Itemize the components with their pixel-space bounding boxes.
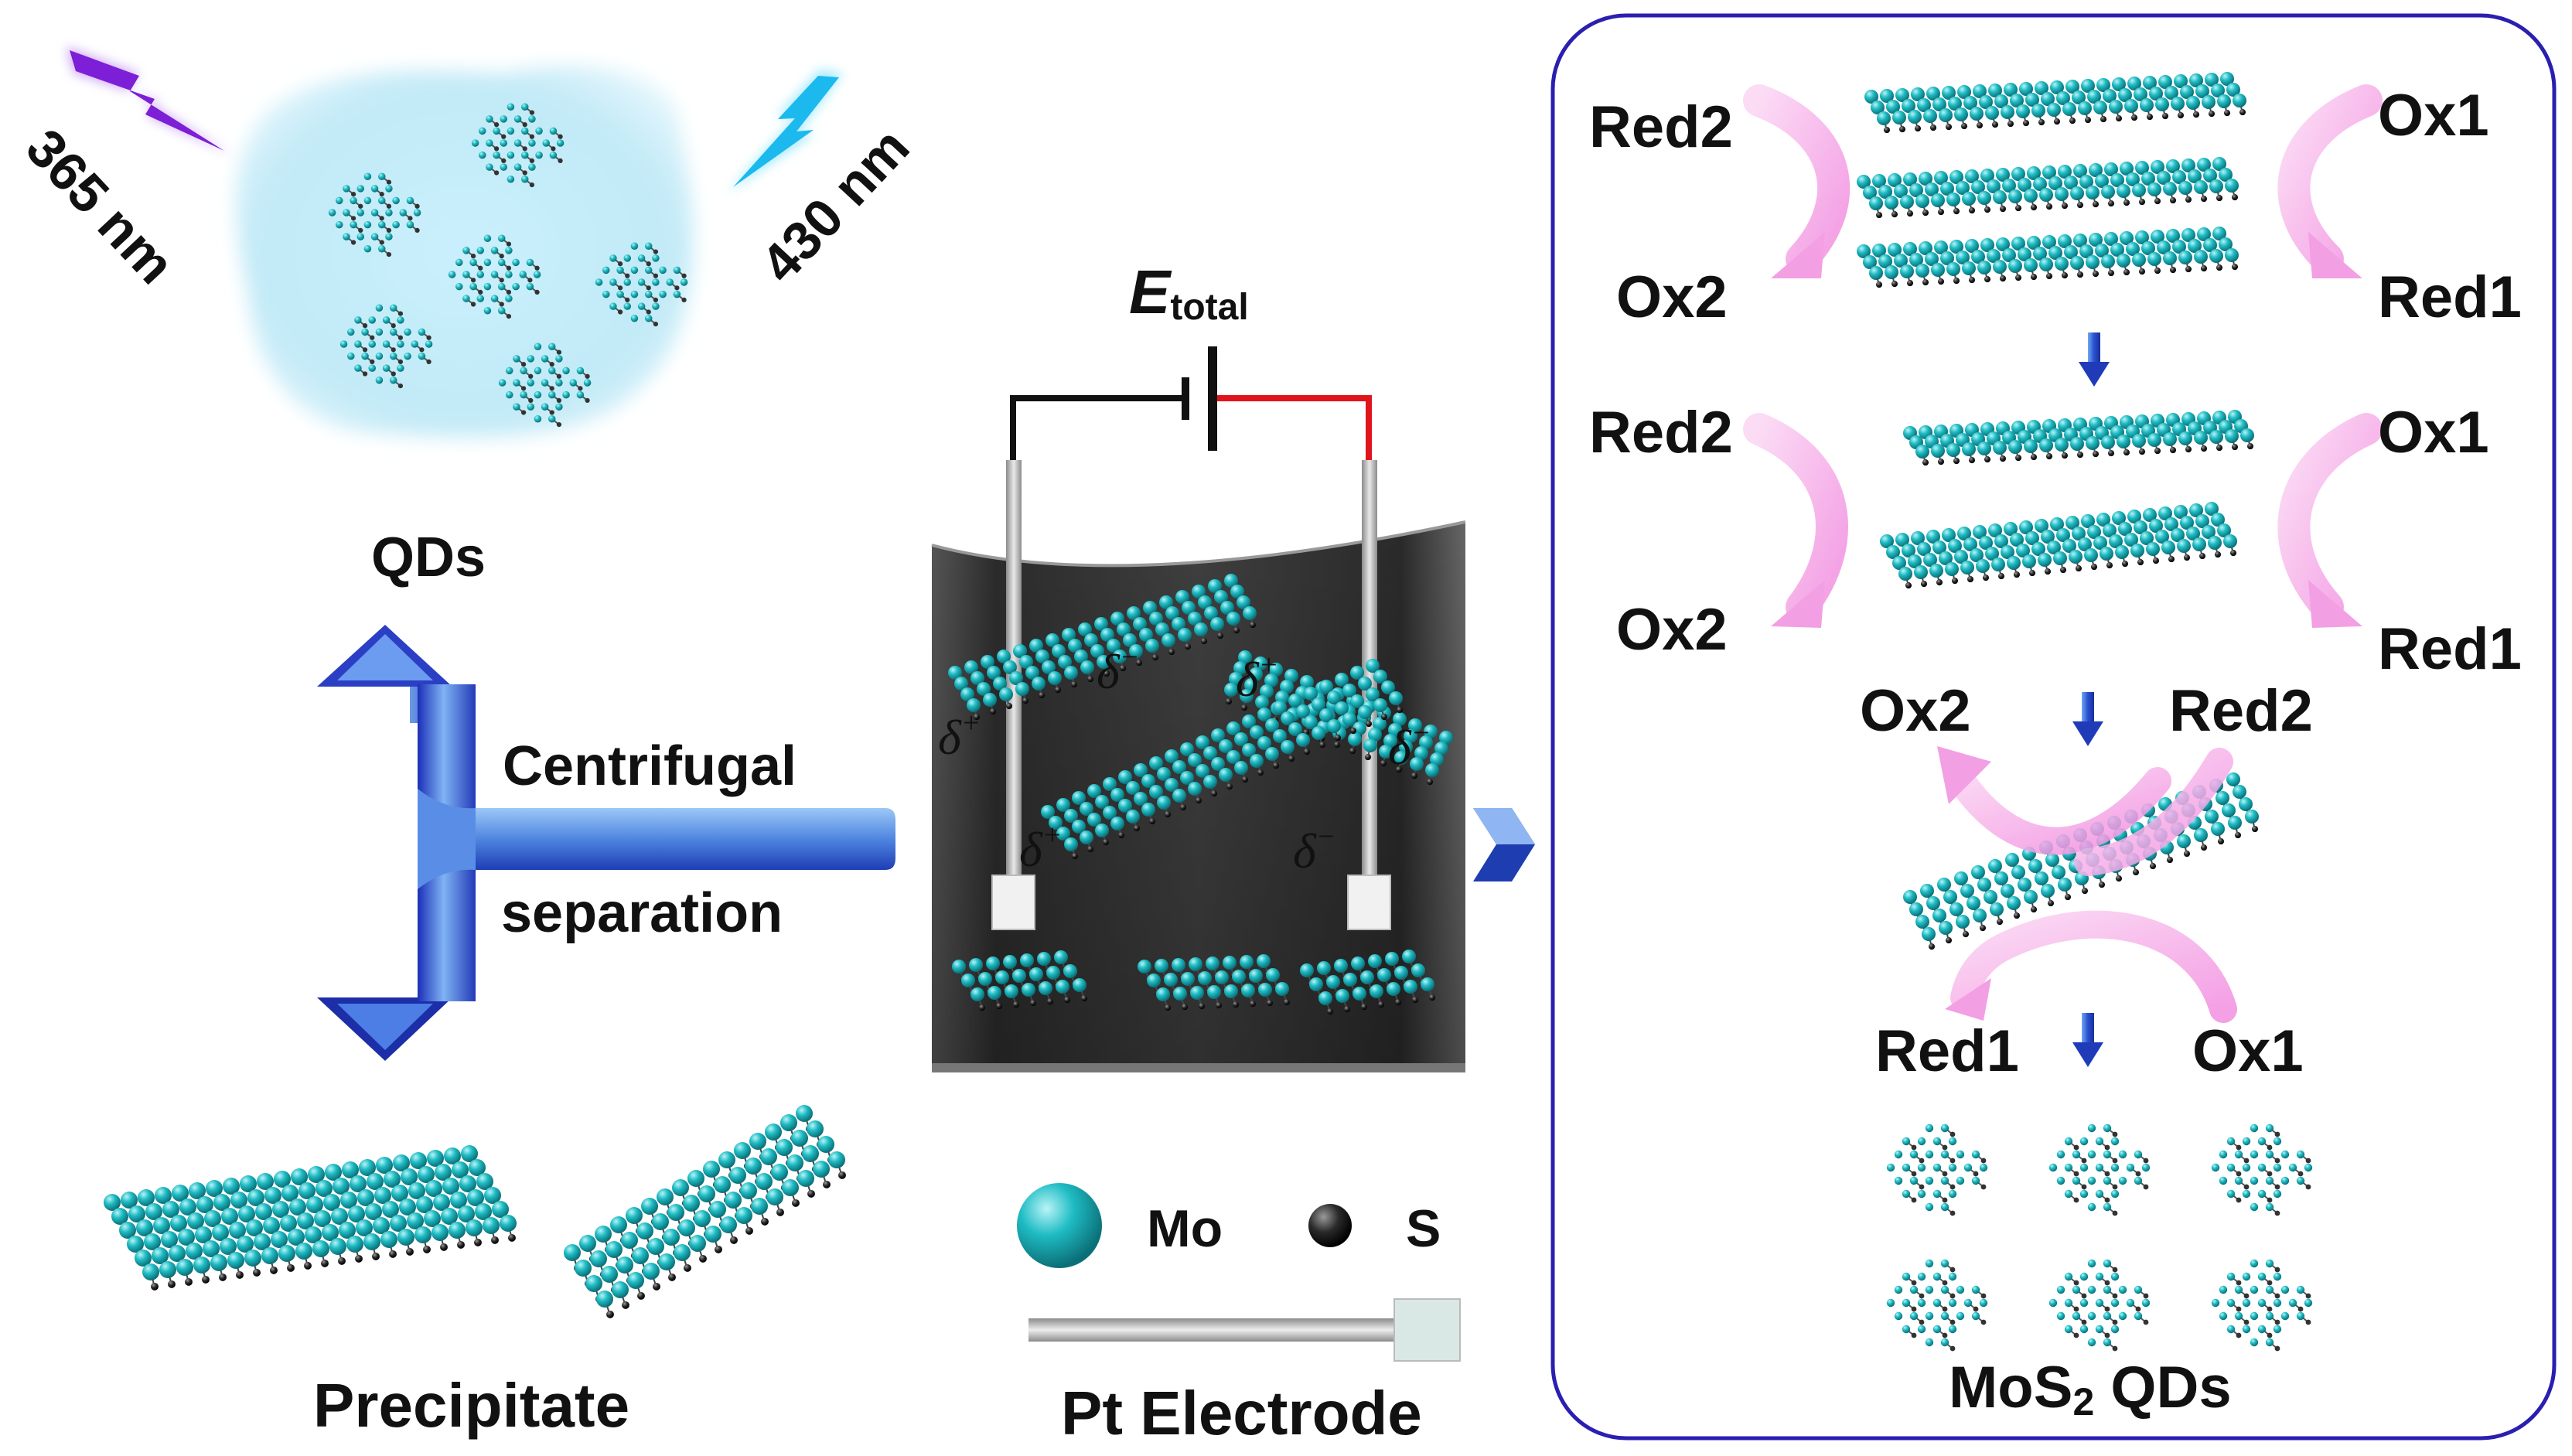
precipitate-sheet-large	[104, 1145, 517, 1291]
mos2-layer	[1857, 157, 2239, 219]
s3-red2: Red2	[2169, 678, 2313, 744]
qd-particle	[2048, 1124, 2151, 1216]
qd-particle	[2048, 1259, 2151, 1352]
battery-icon	[1182, 346, 1217, 451]
qd-particle	[328, 172, 421, 257]
mo-legend-label: Mo	[1147, 1199, 1223, 1258]
partially-exfoliated-layers	[1880, 410, 2254, 589]
pink-arrow-s1-left	[1743, 84, 1851, 275]
qd-particle	[339, 304, 433, 389]
mos2-layer	[1300, 950, 1436, 1015]
bulk-layer-stack	[1857, 72, 2246, 288]
down-arrow-icon	[2072, 692, 2103, 746]
uv-wavelength-label: 365 nm	[15, 118, 186, 295]
emission-lightning-icon	[727, 70, 843, 193]
mos2-layer	[1903, 410, 2254, 466]
chevron-right-icon	[1473, 808, 1535, 881]
s3-ox2: Ox2	[1860, 678, 1971, 744]
qd-particle	[1886, 1124, 1988, 1216]
qd-particle	[1886, 1259, 1988, 1352]
pink-arrow-s3-top-right	[2074, 748, 2233, 876]
s1-ox1: Ox1	[2378, 83, 2489, 148]
centrifugal-separation-arrow: Centrifugal separation	[317, 625, 895, 1061]
charge-left-minus: δ−	[1097, 641, 1139, 699]
electrochemical-cell: Etotal δ− δ+ δ+ δ− δ+ δ−	[931, 257, 1466, 1072]
exfoliation-mechanism-panel: Red2 Ox1 Ox2 Red1 Red2 Ox1 Ox2 Red1 Ox2 …	[1550, 13, 2557, 1441]
s3-ox1: Ox1	[2192, 1018, 2304, 1084]
red-wire	[1216, 395, 1372, 460]
pink-arrow-s2-left	[1743, 413, 1848, 623]
qd-emission-scene: 365 nm 430 nm QDs	[15, 46, 921, 588]
qds-label: QDs	[371, 527, 486, 588]
down-arrow-icon	[2079, 332, 2110, 387]
qd-particle	[2211, 1259, 2313, 1352]
qd-particle	[595, 242, 688, 327]
s2-red1: Red1	[2378, 616, 2522, 682]
mos2-layer	[564, 1105, 846, 1318]
e-subscript: total	[1170, 287, 1248, 328]
uv-lightning-icon	[66, 46, 232, 155]
charge-left-plus: δ+	[938, 707, 981, 765]
pt-electrode-label: Pt Electrode	[1061, 1379, 1422, 1447]
e-symbol: E	[1129, 257, 1172, 326]
mos2-layer	[952, 950, 1088, 1011]
s1-ox2: Ox2	[1616, 264, 1728, 330]
qd-particle	[448, 234, 541, 319]
qd-particles-in-solution	[328, 103, 688, 428]
black-wire	[1010, 395, 1187, 460]
charge-right-minus: δ−	[1388, 717, 1431, 775]
right-electrode-plate	[1347, 875, 1391, 930]
s1-red1: Red1	[2378, 264, 2522, 330]
left-electrode-plate	[991, 875, 1035, 930]
pink-arrow-s3-bottom	[1950, 910, 2237, 1023]
s2-ox2: Ox2	[1616, 597, 1728, 663]
mos2-layer	[1138, 954, 1291, 1011]
s3-red1: Red1	[1875, 1018, 2019, 1084]
charge-center-minus: δ−	[1293, 820, 1335, 878]
redox-arrows	[1743, 84, 2383, 1023]
panel-border	[1550, 13, 2557, 1441]
mos2-qd-grid	[1886, 1124, 2313, 1352]
mos2-qds-label: MoS2 QDs	[1949, 1355, 2232, 1424]
s-atom-icon	[1308, 1204, 1352, 1247]
mos2-layer	[1880, 502, 2237, 589]
s-legend-label: S	[1406, 1199, 1441, 1258]
mos2-sheets-in-cell	[948, 574, 1453, 1015]
mos2-layer	[1041, 659, 1404, 860]
down-arrow-icon	[2072, 1013, 2103, 1067]
precipitate-label: Precipitate	[313, 1371, 629, 1440]
charge-right-plus: δ+	[1236, 649, 1278, 707]
pt-electrode-plate-icon	[1393, 1298, 1461, 1362]
down-arrow-icons	[2072, 332, 2110, 1067]
pt-electrode-rod-icon	[1028, 1318, 1400, 1342]
precipitate-sheet-small	[564, 1105, 846, 1318]
qd-particle	[498, 343, 592, 428]
pink-arrow-s3-top-left	[1943, 759, 2171, 855]
qd-particle	[2211, 1124, 2313, 1216]
mos2-layer	[1857, 227, 2239, 288]
e-total-label: Etotal	[1129, 257, 1249, 328]
mo-atom-icon	[1017, 1183, 1102, 1268]
s2-ox1: Ox1	[2378, 400, 2489, 465]
precipitate-group: Precipitate	[104, 1105, 846, 1440]
separation-label: separation	[501, 882, 783, 944]
mos2-layer	[104, 1145, 517, 1291]
centrifugal-label: Centrifugal	[503, 735, 797, 797]
mos2-layer	[1864, 72, 2246, 134]
legend: Mo S Pt Electrode	[1017, 1183, 1461, 1447]
s1-red2: Red2	[1589, 94, 1733, 160]
qd-particle	[471, 103, 565, 188]
charge-center-plus: δ+	[1019, 819, 1062, 877]
s2-red2: Red2	[1589, 400, 1733, 465]
mos2-layer	[948, 574, 1257, 721]
